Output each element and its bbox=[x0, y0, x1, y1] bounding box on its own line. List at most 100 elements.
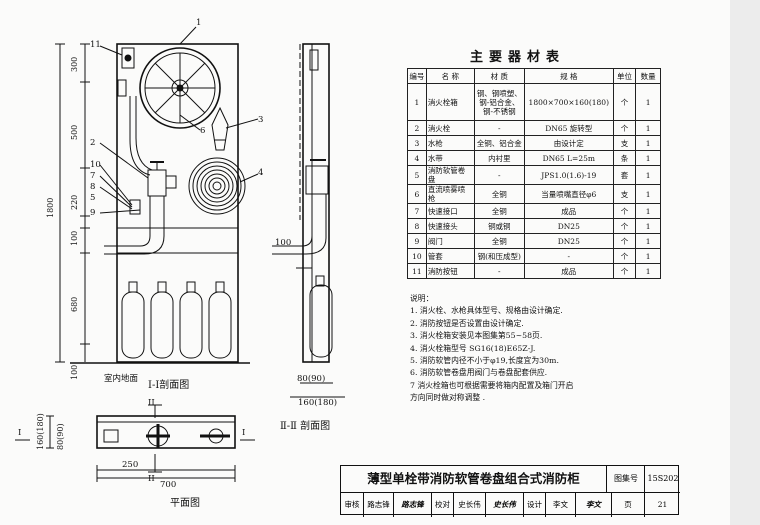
atlas-label: 图集号 bbox=[606, 466, 645, 492]
table-cell: 1 bbox=[635, 263, 661, 279]
cabinet-outline bbox=[116, 43, 239, 363]
table-cell: 个 bbox=[612, 263, 637, 279]
note-4: 4. 消火栓箱型号 SG16(18)E65Z-J. bbox=[410, 343, 536, 353]
table-cell: DN25 bbox=[523, 218, 614, 234]
right-margin bbox=[730, 0, 760, 525]
table-cell: 快速接口 bbox=[425, 203, 475, 219]
table-cell: 全铜、铝合金 bbox=[473, 135, 525, 151]
dim-100: 100 bbox=[70, 230, 79, 246]
table-cell: 消防按钮 bbox=[425, 263, 475, 279]
table-cell: 条 bbox=[612, 150, 637, 166]
tb-design-name: 李文 bbox=[545, 493, 575, 517]
floor-label: 室内地面 bbox=[104, 374, 139, 384]
table-cell: 1 bbox=[635, 248, 661, 264]
table-cell: 1 bbox=[635, 184, 661, 204]
dim-500: 500 bbox=[70, 124, 79, 140]
note-7: 7 消火栓箱也可根据需要将箱内配置及箱门开启 bbox=[410, 380, 574, 390]
note-2: 2. 消防按钮是否设置由设计确定. bbox=[410, 318, 524, 328]
table-cell: - bbox=[473, 120, 525, 136]
section2-label: Ⅱ-Ⅱ 剖面图 bbox=[280, 421, 331, 432]
table-cell: 快速接头 bbox=[425, 218, 475, 234]
table-cell: 个 bbox=[612, 203, 637, 219]
table-cell: 1 bbox=[407, 83, 427, 121]
callout-2: 2 bbox=[90, 138, 96, 148]
dim-s2-100: 100 bbox=[275, 238, 292, 248]
dim-220: 220 bbox=[70, 194, 79, 210]
table-cell: 11 bbox=[407, 263, 427, 279]
tb-proof-sign: 史长伟 bbox=[485, 493, 523, 517]
note-3: 3. 消火栓箱安装见本图集第55~58页. bbox=[410, 331, 543, 341]
callout-8: 8 bbox=[90, 182, 96, 192]
tb-proof: 校对 bbox=[431, 493, 453, 517]
table-cell: 全铜 bbox=[473, 203, 525, 219]
title-block: 薄型单栓带消防软管卷盘组合式消防柜 图集号 15S202 审核 路志锋 路志锋 … bbox=[340, 465, 681, 517]
dim-plan-160: 160(180) bbox=[36, 413, 45, 450]
note-1: 1. 消火栓、水枪具体型号、规格由设计确定. bbox=[410, 306, 563, 316]
table-cell: 阀门 bbox=[425, 233, 475, 249]
roman-ii-bottom: II bbox=[148, 474, 155, 484]
table-cell: 个 bbox=[612, 120, 637, 136]
atlas-number: 15S202 bbox=[644, 466, 681, 492]
roman-i-right: I bbox=[242, 428, 246, 438]
note-7b: 方向同时做对称调整 . bbox=[410, 393, 486, 403]
table-cell: 当量喷嘴直径φ6 bbox=[523, 184, 614, 204]
callout-9: 9 bbox=[90, 208, 96, 218]
plan-outline bbox=[96, 415, 236, 449]
dim-1800: 1800 bbox=[46, 197, 55, 218]
table-cell: 钢、钢喷塑、钢-铝合金、钢-不锈钢 bbox=[473, 83, 525, 121]
tb-page-label: 页 bbox=[611, 493, 644, 517]
table-cell: 消防软管卷盘 bbox=[425, 165, 475, 185]
table-cell: 8 bbox=[407, 218, 427, 234]
table-cell: 套 bbox=[612, 165, 637, 185]
extinguishers bbox=[121, 281, 232, 359]
table-cell: 1 bbox=[635, 83, 661, 121]
table-cell: - bbox=[473, 165, 525, 185]
table-cell: 3 bbox=[407, 135, 427, 151]
table-cell: DN65 旋转型 bbox=[523, 120, 614, 136]
notes: 说明： 1. 消火栓、水枪具体型号、规格由设计确定. 2. 消防按钮是否设置由设… bbox=[410, 293, 573, 405]
hose-reel bbox=[139, 47, 221, 129]
table-title: 主要器材表 bbox=[470, 50, 566, 65]
table-cell: 管套 bbox=[425, 248, 475, 264]
roman-i-left: I bbox=[18, 428, 22, 438]
section1-label: Ⅰ-Ⅰ剖面图 bbox=[148, 380, 190, 391]
table-cell: 个 bbox=[612, 83, 637, 121]
table-cell: 1 bbox=[635, 233, 661, 249]
table-cell: 1 bbox=[635, 165, 661, 185]
table-cell: 由设计定 bbox=[523, 135, 614, 151]
table-cell: 1 bbox=[635, 135, 661, 151]
note-5: 5. 消防软管内径不小于φ19,长度宜为30m. bbox=[410, 356, 559, 366]
dim-250: 250 bbox=[122, 460, 139, 470]
table-cell: 成品 bbox=[523, 203, 614, 219]
roman-ii-top: II bbox=[148, 398, 155, 408]
header-name: 名 称 bbox=[425, 68, 475, 84]
table-cell: 成品 bbox=[523, 263, 614, 279]
header-no: 编号 bbox=[407, 68, 427, 84]
tb-design-sign: 李文 bbox=[575, 493, 611, 517]
table-cell: - bbox=[523, 248, 614, 264]
table-cell: DN25 bbox=[523, 233, 614, 249]
table-cell: 1 bbox=[635, 203, 661, 219]
dim-s2-80: 80(90) bbox=[297, 374, 326, 384]
callout-4: 4 bbox=[258, 168, 264, 178]
tb-check: 审核 bbox=[344, 500, 360, 509]
table-cell: JPS1.0(1.6)-19 bbox=[523, 165, 614, 185]
header-unit: 单位 bbox=[612, 68, 637, 84]
table-cell: 6 bbox=[407, 184, 427, 204]
callout-10: 10 bbox=[90, 160, 101, 170]
table-cell: 水带 bbox=[425, 150, 475, 166]
section2-outline bbox=[302, 43, 330, 363]
signature-row: 审核 路志锋 路志锋 校对 史长伟 史长伟 设计 李文 李文 页 21 bbox=[341, 492, 680, 517]
table-cell: 1800×700×160(180) bbox=[523, 83, 614, 121]
table-cell: 1 bbox=[635, 218, 661, 234]
callout-6: 6 bbox=[200, 126, 206, 136]
dim-s2-160: 160(180) bbox=[298, 398, 338, 408]
